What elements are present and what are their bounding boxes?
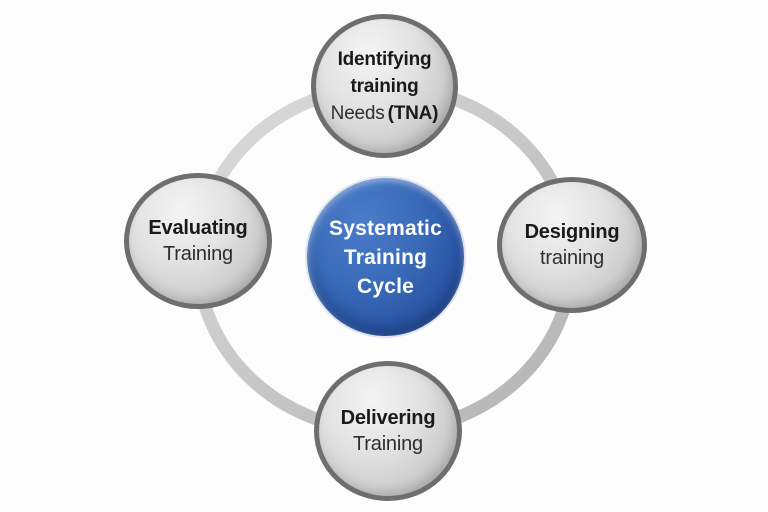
node-identifying-training-needs: Identifying training Needs(TNA) — [311, 14, 458, 158]
center-node-line: Systematic — [329, 216, 442, 240]
node-delivering-training: Delivering Training — [314, 361, 462, 501]
node-line: Designing — [524, 221, 620, 243]
node-designing-training: Designing training — [497, 177, 647, 313]
node-line: training — [350, 75, 419, 97]
node-line: Training — [163, 243, 233, 265]
node-evaluating-training: Evaluating Training — [124, 173, 272, 309]
node-line: training — [540, 247, 604, 269]
center-node-systematic-training-cycle: Systematic Training Cycle — [307, 178, 464, 336]
node-line: Evaluating — [148, 217, 248, 239]
node-label: Delivering Training — [341, 405, 436, 457]
node-line: Training — [353, 433, 423, 455]
node-line-bold-part: (TNA) — [387, 102, 439, 124]
node-line: Needs(TNA) — [331, 100, 439, 127]
center-node-line: Training — [343, 245, 428, 269]
node-line: Delivering — [340, 407, 436, 429]
center-node-line: Cycle — [356, 274, 415, 298]
node-label: Evaluating Training — [148, 215, 247, 267]
node-label: Identifying training Needs(TNA) — [331, 46, 439, 127]
center-node-label: Systematic Training Cycle — [329, 214, 442, 301]
node-label: Designing training — [525, 219, 620, 271]
node-line-regular-part: Needs — [330, 102, 385, 124]
node-line: Identifying — [337, 48, 432, 70]
